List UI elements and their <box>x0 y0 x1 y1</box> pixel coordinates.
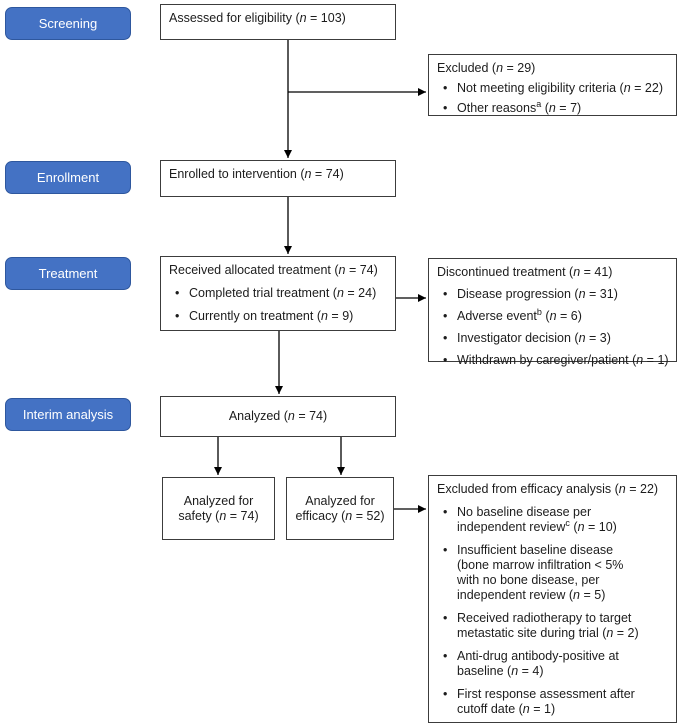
discontinued-list: Disease progression (n = 31) Adverse eve… <box>429 287 676 368</box>
box-excluded-title: Excluded (n = 29) <box>437 61 536 75</box>
box-efficacy-excluded-title: Excluded from efficacy analysis (n = 22) <box>437 482 659 496</box>
stage-label: Treatment <box>38 266 98 281</box>
stage-enrollment: Enrollment <box>5 161 131 194</box>
box-analyzed-safety: Analyzed for safety (n = 74) <box>162 477 275 540</box>
box-analyzed-safety-title: Analyzed for safety (n = 74) <box>178 493 259 523</box>
treatment-item: Currently on treatment (n = 9) <box>173 309 391 324</box>
efficacy-excluded-list: No baseline disease per independent revi… <box>429 505 676 717</box>
box-treatment-title: Received allocated treatment (n = 74) <box>169 263 378 277</box>
efficacy-excluded-item: First response assessment after cutoff d… <box>441 687 672 717</box>
stage-label: Enrollment <box>36 170 100 185</box>
efficacy-excluded-item: Anti-drug antibody-positive at baseline … <box>441 649 672 679</box>
box-assessed: Assessed for eligibility (n = 103) <box>160 4 396 40</box>
stage-treatment: Treatment <box>5 257 131 290</box>
box-enrolled: Enrolled to intervention (n = 74) <box>160 160 396 197</box>
box-excluded: Excluded (n = 29) Not meeting eligibilit… <box>428 54 677 116</box>
box-treatment: Received allocated treatment (n = 74) Co… <box>160 256 396 331</box>
box-analyzed-efficacy-title: Analyzed for efficacy (n = 52) <box>295 493 385 523</box>
excluded-item: Not meeting eligibility criteria (n = 22… <box>441 81 672 96</box>
stage-label: Screening <box>38 16 98 31</box>
box-analyzed-title: Analyzed (n = 74) <box>228 409 328 423</box>
excluded-list: Not meeting eligibility criteria (n = 22… <box>429 81 676 116</box>
efficacy-excluded-item: No baseline disease per independent revi… <box>441 505 672 535</box>
stage-screening: Screening <box>5 7 131 40</box>
box-discontinued-title: Discontinued treatment (n = 41) <box>437 265 613 279</box>
discontinued-item: Withdrawn by caregiver/patient (n = 1) <box>441 353 672 368</box>
box-analyzed: Analyzed (n = 74) <box>160 396 396 437</box>
box-analyzed-efficacy: Analyzed for efficacy (n = 52) <box>286 477 394 540</box>
discontinued-item: Adverse eventb (n = 6) <box>441 307 672 324</box>
box-efficacy-excluded: Excluded from efficacy analysis (n = 22)… <box>428 475 677 723</box>
stage-label: Interim analysis <box>22 407 114 422</box>
stage-interim-analysis: Interim analysis <box>5 398 131 431</box>
discontinued-item: Disease progression (n = 31) <box>441 287 672 302</box>
box-assessed-title: Assessed for eligibility (n = 103) <box>169 11 346 25</box>
box-enrolled-title: Enrolled to intervention (n = 74) <box>169 167 344 181</box>
box-discontinued: Discontinued treatment (n = 41) Disease … <box>428 258 677 368</box>
treatment-list: Completed trial treatment (n = 24) Curre… <box>161 286 395 324</box>
treatment-item: Completed trial treatment (n = 24) <box>173 286 391 301</box>
discontinued-item: Investigator decision (n = 3) <box>441 331 672 346</box>
efficacy-excluded-item: Insufficient baseline disease (bone marr… <box>441 543 672 603</box>
excluded-item: Other reasonsa (n = 7) <box>441 99 672 116</box>
efficacy-excluded-item: Received radiotherapy to target metastat… <box>441 611 672 641</box>
